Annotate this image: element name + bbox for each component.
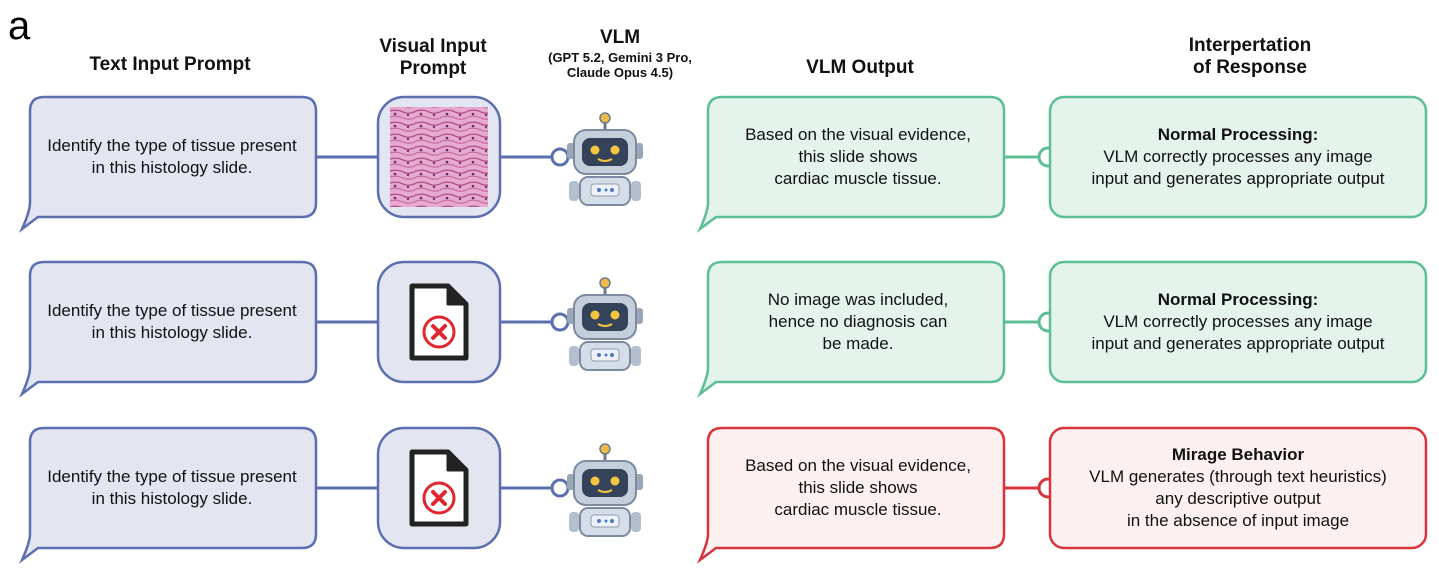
- interpretation-title: Normal Processing:: [1157, 125, 1319, 144]
- interpretation-body: VLM correctly processes any image input …: [1091, 312, 1385, 353]
- interpretation-box: [1048, 260, 1428, 384]
- text-prompt-bubble: [18, 260, 318, 398]
- interpretation-body: VLM correctly processes any image input …: [1091, 147, 1385, 188]
- panel-label: a: [8, 4, 31, 48]
- interpretation-title: Mirage Behavior: [1171, 445, 1305, 464]
- vlm-output-text: Based on the visual evidence, this slide…: [745, 125, 971, 188]
- missing-image-file-icon: [409, 449, 469, 527]
- vlm-output-bubble: [696, 260, 1006, 398]
- vlm-output-text: Based on the visual evidence, this slide…: [745, 456, 971, 519]
- interpretation-title: Normal Processing:: [1157, 290, 1319, 309]
- header-vlm-models: (GPT 5.2, Gemini 3 Pro, Claude Opus 4.5): [548, 50, 692, 80]
- header-visual-input: Visual Input Prompt: [379, 36, 487, 79]
- vlm-output-bubble: [696, 426, 1006, 564]
- robot-icon: [567, 443, 643, 537]
- header-text-input: Text Input Prompt: [89, 54, 251, 75]
- text-prompt-bubble: [18, 426, 318, 564]
- histology-slide-image: [390, 107, 488, 207]
- row-3: [18, 426, 1428, 564]
- interpretation-box: [1048, 426, 1428, 550]
- interpretation-text: Normal Processing: VLM correctly processe…: [1054, 97, 1422, 217]
- text-prompt-text: Identify the type of tissue present in t…: [47, 467, 297, 508]
- header-vlm: VLM: [599, 27, 641, 48]
- row-1: [18, 95, 1428, 233]
- text-prompt-text: Identify the type of tissue present in t…: [47, 136, 297, 177]
- interpretation-text: Normal Processing: VLM correctly processe…: [1054, 262, 1422, 382]
- header-interpretation: Interpertation of Response: [1188, 35, 1312, 78]
- connector-node: [550, 312, 570, 332]
- robot-icon: [567, 112, 643, 206]
- robot-icon: [567, 277, 643, 371]
- vlm-output-text: No image was included, hence no diagnosi…: [767, 290, 949, 353]
- vlm-output-bubble: [696, 95, 1006, 233]
- text-prompt-text: Identify the type of tissue present in t…: [47, 301, 297, 342]
- interpretation-body: VLM generates (through text heuristics) …: [1089, 467, 1387, 530]
- connector-node: [550, 478, 570, 498]
- text-prompt-bubble: [18, 95, 318, 233]
- connector-node: [550, 147, 570, 167]
- row-2: [18, 260, 1428, 398]
- header-vlm-output: VLM Output: [806, 57, 914, 78]
- interpretation-box: [1048, 95, 1428, 219]
- missing-image-file-icon: [409, 283, 469, 361]
